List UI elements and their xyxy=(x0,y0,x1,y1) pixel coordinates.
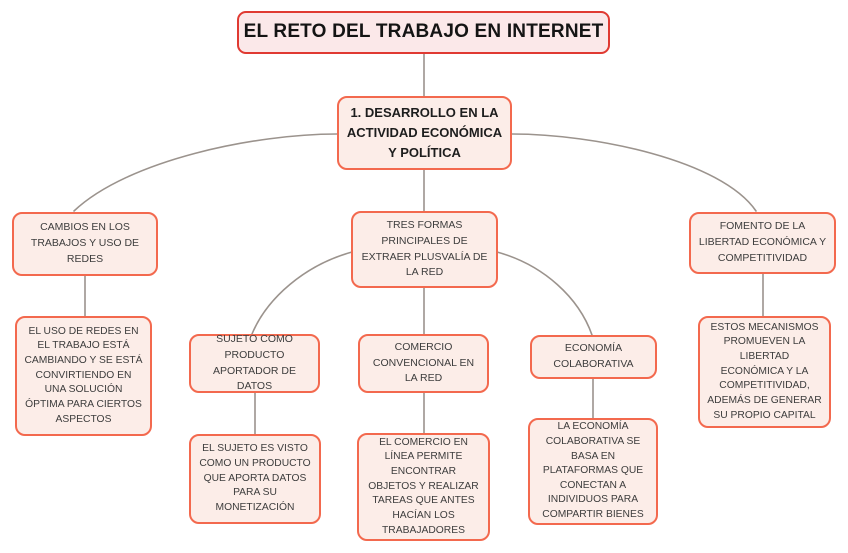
branch-node-cambios: CAMBIOS EN LOS TRABAJOS Y USO DE REDES xyxy=(12,212,158,276)
branch-node-fomento: FOMENTO DE LA LIBERTAD ECONÓMICA Y COMPE… xyxy=(689,212,836,274)
branch-node-label: TRES FORMAS PRINCIPALES DE EXTRAER PLUSV… xyxy=(361,219,488,279)
detail-node-label: EL USO DE REDES EN EL TRABAJO ESTÁ CAMBI… xyxy=(24,325,143,425)
detail-node-uso-redes: EL USO DE REDES EN EL TRABAJO ESTÁ CAMBI… xyxy=(15,316,152,436)
branch-node-label: CAMBIOS EN LOS TRABAJOS Y USO DE REDES xyxy=(30,221,140,265)
connector-line xyxy=(251,251,353,335)
detail-node-label: LA ECONOMÍA COLABORATIVA SE BASA EN PLAT… xyxy=(542,421,644,521)
sub-node-label: ECONOMÍA COLABORATIVA xyxy=(553,342,634,370)
detail-node-label: EL SUJETO ES VISTO COMO UN PRODUCTO QUE … xyxy=(199,443,311,513)
sub-node-label: SUJETO COMO PRODUCTO APORTADOR DE DATOS xyxy=(212,333,297,393)
title-node: EL RETO DEL TRABAJO EN INTERNET xyxy=(237,11,610,54)
sub-node-economia: ECONOMÍA COLABORATIVA xyxy=(530,335,657,379)
detail-node-label: ESTOS MECANISMOS PROMUEVEN LA LIBERTAD E… xyxy=(707,321,822,421)
sub-node-comercio: COMERCIO CONVENCIONAL EN LA RED xyxy=(358,334,489,393)
detail-node-label: EL COMERCIO EN LÍNEA PERMITE ENCONTRAR O… xyxy=(368,436,479,536)
sub-node-label: COMERCIO CONVENCIONAL EN LA RED xyxy=(372,340,475,385)
branch-node-tres-formas: TRES FORMAS PRINCIPALES DE EXTRAER PLUSV… xyxy=(351,211,498,288)
detail-node-economia: LA ECONOMÍA COLABORATIVA SE BASA EN PLAT… xyxy=(528,418,658,525)
sub-node-sujeto: SUJETO COMO PRODUCTO APORTADOR DE DATOS xyxy=(189,333,320,393)
root-node-desarrollo: 1. DESARROLLO EN LA ACTIVIDAD ECONÓMICA … xyxy=(337,96,512,170)
detail-node-mecanismos: ESTOS MECANISMOS PROMUEVEN LA LIBERTAD E… xyxy=(698,316,831,428)
branch-node-label: FOMENTO DE LA LIBERTAD ECONÓMICA Y COMPE… xyxy=(698,220,827,264)
detail-node-comercio: EL COMERCIO EN LÍNEA PERMITE ENCONTRAR O… xyxy=(357,433,490,541)
detail-node-sujeto: EL SUJETO ES VISTO COMO UN PRODUCTO QUE … xyxy=(189,434,321,524)
connector-line xyxy=(496,251,593,336)
title-node-label: EL RETO DEL TRABAJO EN INTERNET xyxy=(243,21,604,43)
connector-line xyxy=(511,133,757,212)
root-node-label: 1. DESARROLLO EN LA ACTIVIDAD ECONÓMICA … xyxy=(346,104,503,161)
connector-line xyxy=(73,133,338,212)
